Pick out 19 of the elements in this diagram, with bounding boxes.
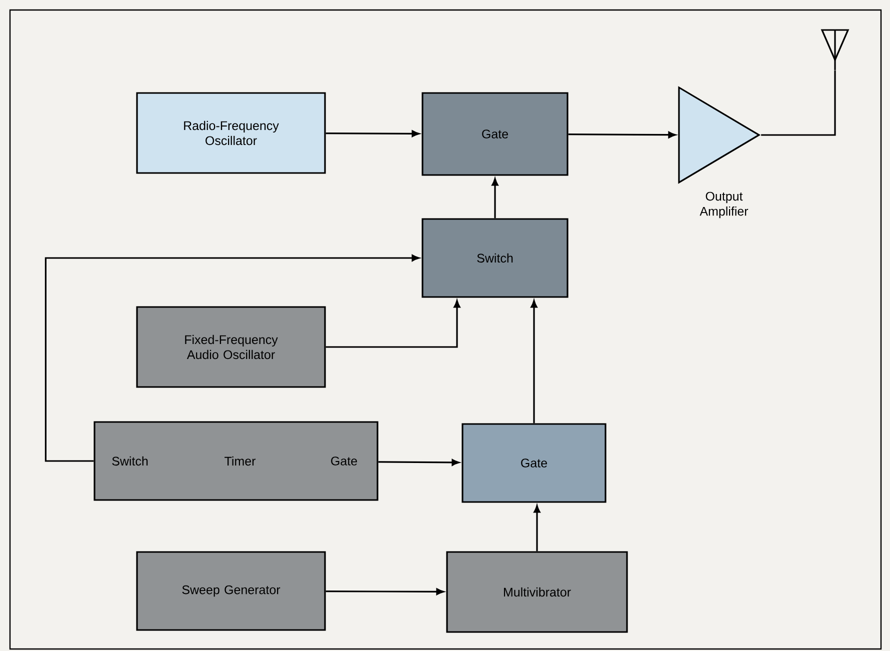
process-box: Gate — [422, 92, 568, 176]
process-box: Sweep Generator — [136, 551, 326, 631]
arrow — [534, 505, 540, 552]
node-caption: Output Amplifier — [700, 192, 748, 218]
arrow — [530, 300, 538, 424]
process-box: Multivibrator — [446, 551, 628, 633]
arrow — [378, 459, 460, 466]
process-box: Switch — [422, 218, 568, 298]
arrow — [492, 178, 498, 218]
process-box: Gate — [462, 423, 606, 503]
arrow — [326, 588, 444, 596]
arrow — [568, 131, 676, 138]
connector-line — [761, 70, 836, 136]
arrow — [44, 254, 420, 462]
process-box: Switch Timer Gate — [94, 421, 378, 501]
process-box: Radio-Frequency Oscillator — [136, 92, 326, 174]
arrow — [326, 300, 460, 348]
arrow — [326, 130, 420, 138]
process-box: Fixed-Frequency Audio Oscillator — [136, 306, 326, 388]
